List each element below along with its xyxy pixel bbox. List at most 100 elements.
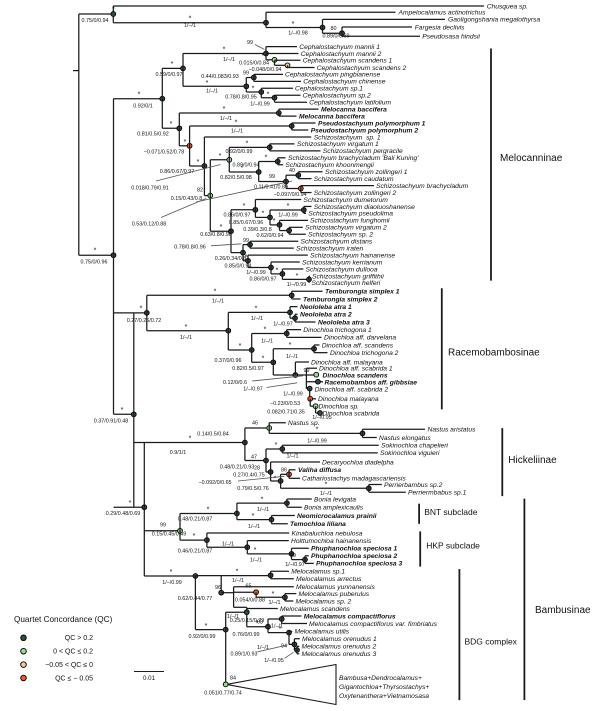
- svg-text:Neololeba atra 3: Neololeba atra 3: [318, 319, 370, 326]
- svg-text:1/–/1: 1/–/1: [212, 299, 224, 305]
- svg-text:Nastus aristatus: Nastus aristatus: [428, 427, 477, 434]
- svg-text:*: *: [189, 436, 192, 443]
- svg-text:80: 80: [331, 26, 337, 32]
- svg-text:0.46/0.21/0.87: 0.46/0.21/0.87: [178, 549, 212, 555]
- svg-text:1/–/1: 1/–/1: [180, 335, 192, 341]
- svg-text:1/–/1: 1/–/1: [251, 316, 263, 322]
- svg-text:1/–/0.97: 1/–/0.97: [273, 321, 292, 327]
- svg-text:Schizostachyum virgatum 1: Schizostachyum virgatum 1: [297, 141, 379, 148]
- svg-text:Melocalamus compactiflorus: Melocalamus compactiflorus: [304, 613, 396, 620]
- svg-text:0.11/0.41/0.89: 0.11/0.41/0.89: [254, 184, 288, 190]
- svg-text:*: *: [214, 289, 217, 296]
- svg-text:0.48/0.21/0.93: 0.48/0.21/0.93: [220, 465, 254, 471]
- svg-text:Schizostachyum pergracile: Schizostachyum pergracile: [323, 148, 403, 155]
- svg-text:*: *: [94, 248, 97, 255]
- svg-text:Nastus sp.: Nastus sp.: [288, 420, 320, 427]
- svg-text:*: *: [252, 513, 255, 520]
- svg-text:Schizostachyum iraten: Schizostachyum iraten: [296, 245, 364, 252]
- svg-text:0.85/0/0.94: 0.85/0/0.94: [225, 263, 252, 269]
- svg-text:96: 96: [215, 585, 221, 591]
- svg-text:82: 82: [197, 188, 203, 194]
- svg-text:0.25/0.15/0.79: 0.25/0.15/0.79: [230, 618, 264, 624]
- svg-text:Dinochloa aff. scabrida 1: Dinochloa aff. scabrida 1: [319, 366, 393, 373]
- svg-text:*: *: [272, 591, 275, 598]
- svg-text:Racemobambos aff. gibbsiae: Racemobambos aff. gibbsiae: [325, 379, 418, 386]
- svg-text:Cathariostachys madagascariens: Cathariostachys madagascariensis: [302, 476, 406, 483]
- svg-text:0.054/0/0.88: 0.054/0/0.88: [235, 597, 265, 603]
- svg-text:−0.23/0/0.53: −0.23/0/0.53: [270, 401, 300, 407]
- svg-text:Pseudostachyum polymorphum 1: Pseudostachyum polymorphum 1: [318, 120, 426, 127]
- svg-text:Racemobambosinae: Racemobambosinae: [448, 348, 540, 359]
- svg-text:*: *: [223, 47, 226, 54]
- svg-text:*: *: [325, 482, 328, 489]
- svg-text:Cephalostachyum mannii 2: Cephalostachyum mannii 2: [301, 51, 382, 58]
- svg-text:Cephalostachyum sp.2: Cephalostachyum sp.2: [303, 93, 371, 100]
- svg-text:Sokinochloa chapelieri: Sokinochloa chapelieri: [381, 443, 448, 450]
- svg-text:86: 86: [281, 468, 287, 474]
- svg-text:1/–/1: 1/–/1: [271, 623, 283, 629]
- svg-text:*: *: [316, 427, 319, 434]
- svg-text:Melocanna baccifera: Melocanna baccifera: [299, 113, 365, 120]
- svg-text:1/–/1: 1/–/1: [223, 57, 235, 63]
- svg-text:*: *: [205, 623, 208, 630]
- svg-text:Quartet Concordance (QC): Quartet Concordance (QC): [14, 615, 113, 624]
- svg-text:28: 28: [254, 466, 260, 472]
- svg-text:Gigantochloa+Thyrsostachys+: Gigantochloa+Thyrsostachys+: [339, 684, 429, 691]
- svg-text:0.92/0/0.99: 0.92/0/0.99: [189, 634, 216, 640]
- svg-text:Phuphanochloa speciosa 3: Phuphanochloa speciosa 3: [316, 561, 402, 568]
- svg-text:Dinochloa malayana: Dinochloa malayana: [318, 396, 379, 403]
- svg-text:Bonia levigata: Bonia levigata: [314, 496, 356, 503]
- svg-text:Melocalamus puberulus: Melocalamus puberulus: [299, 591, 370, 598]
- svg-text:Bonia amplexicaulis: Bonia amplexicaulis: [304, 505, 364, 512]
- svg-text:0.92/0/0.99: 0.92/0/0.99: [226, 149, 253, 155]
- svg-text:Pseudosasa hindsii: Pseudosasa hindsii: [422, 34, 480, 41]
- svg-text:0.48/0.21/0.87: 0.48/0.21/0.87: [178, 517, 212, 523]
- svg-text:Schizostachyum diaoluoshanense: Schizostachyum diaoluoshanense: [314, 204, 415, 211]
- svg-text:*: *: [170, 569, 173, 576]
- svg-text:0.15/0.45/0.49: 0.15/0.45/0.49: [152, 532, 186, 538]
- svg-text:0.81/0.5/0.92: 0.81/0.5/0.92: [137, 132, 168, 138]
- svg-text:Schizostachyum kerrianum: Schizostachyum kerrianum: [302, 259, 383, 266]
- svg-text:Schizostachyum dullooa: Schizostachyum dullooa: [306, 266, 378, 273]
- svg-text:0.89/0/0.69: 0.89/0/0.69: [323, 33, 350, 39]
- svg-text:Melocalamus orenudus 3: Melocalamus orenudus 3: [302, 651, 377, 658]
- svg-text:0.15/0.43/0.8: 0.15/0.43/0.8: [171, 196, 202, 202]
- svg-text:Oxytenanthera+Vietnamosasa: Oxytenanthera+Vietnamosasa: [339, 693, 429, 700]
- svg-text:0.39/0.3/0.8: 0.39/0.3/0.8: [243, 227, 271, 233]
- svg-text:1/–/0.99: 1/–/0.99: [283, 392, 302, 398]
- svg-text:*: *: [235, 120, 238, 127]
- svg-text:1/–/1: 1/–/1: [232, 578, 244, 584]
- svg-text:0.53/0.12/0.88: 0.53/0.12/0.88: [132, 222, 166, 228]
- svg-text:Melocalamus utilis: Melocalamus utilis: [295, 629, 350, 636]
- svg-text:1/–/1: 1/–/1: [261, 339, 273, 345]
- svg-text:0 < QC ≤ 0.2: 0 < QC ≤ 0.2: [53, 649, 93, 656]
- svg-text:0.86/0/0.97: 0.86/0/0.97: [250, 277, 277, 283]
- svg-text:Melocalamus orenudus 1: Melocalamus orenudus 1: [302, 636, 377, 643]
- svg-text:Perriermbabus sp.1: Perriermbabus sp.1: [408, 490, 467, 497]
- svg-text:*: *: [193, 533, 196, 540]
- svg-text:1/–/0.99: 1/–/0.99: [278, 213, 297, 219]
- svg-text:*: *: [184, 139, 187, 146]
- svg-text:*: *: [292, 21, 295, 28]
- svg-text:Dinochloa scabrida: Dinochloa scabrida: [323, 410, 380, 417]
- svg-text:0.62/0.44/0.77: 0.62/0.44/0.77: [178, 596, 212, 602]
- svg-text:0.76/0/0.99: 0.76/0/0.99: [233, 632, 260, 638]
- svg-text:0.015/0/0.84: 0.015/0/0.84: [239, 61, 269, 67]
- svg-text:Temburongia simplex 1: Temburongia simplex 1: [325, 289, 400, 296]
- svg-text:BDG complex: BDG complex: [465, 637, 518, 647]
- svg-text:65: 65: [246, 584, 252, 590]
- svg-text:47: 47: [251, 455, 257, 461]
- svg-text:Holttumochloa hainanensis: Holttumochloa hainanensis: [291, 538, 372, 545]
- svg-text:*: *: [121, 407, 124, 414]
- svg-text:Cephalostachyum latifolium: Cephalostachyum latifolium: [309, 100, 391, 107]
- svg-text:Schizostachyum dumetorum: Schizostachyum dumetorum: [303, 197, 388, 204]
- svg-text:*: *: [171, 61, 174, 68]
- svg-text:Dinochloa scandens: Dinochloa scandens: [323, 373, 388, 380]
- svg-text:40: 40: [289, 168, 295, 174]
- svg-text:*: *: [262, 53, 265, 60]
- svg-text:0.27/0.4/0.75: 0.27/0.4/0.75: [233, 473, 264, 479]
- svg-text:1/–/0.99: 1/–/0.99: [287, 282, 306, 288]
- svg-text:0.86/0.67/0.97: 0.86/0.67/0.97: [160, 169, 194, 175]
- svg-text:*: *: [265, 155, 268, 162]
- svg-text:*: *: [264, 327, 267, 334]
